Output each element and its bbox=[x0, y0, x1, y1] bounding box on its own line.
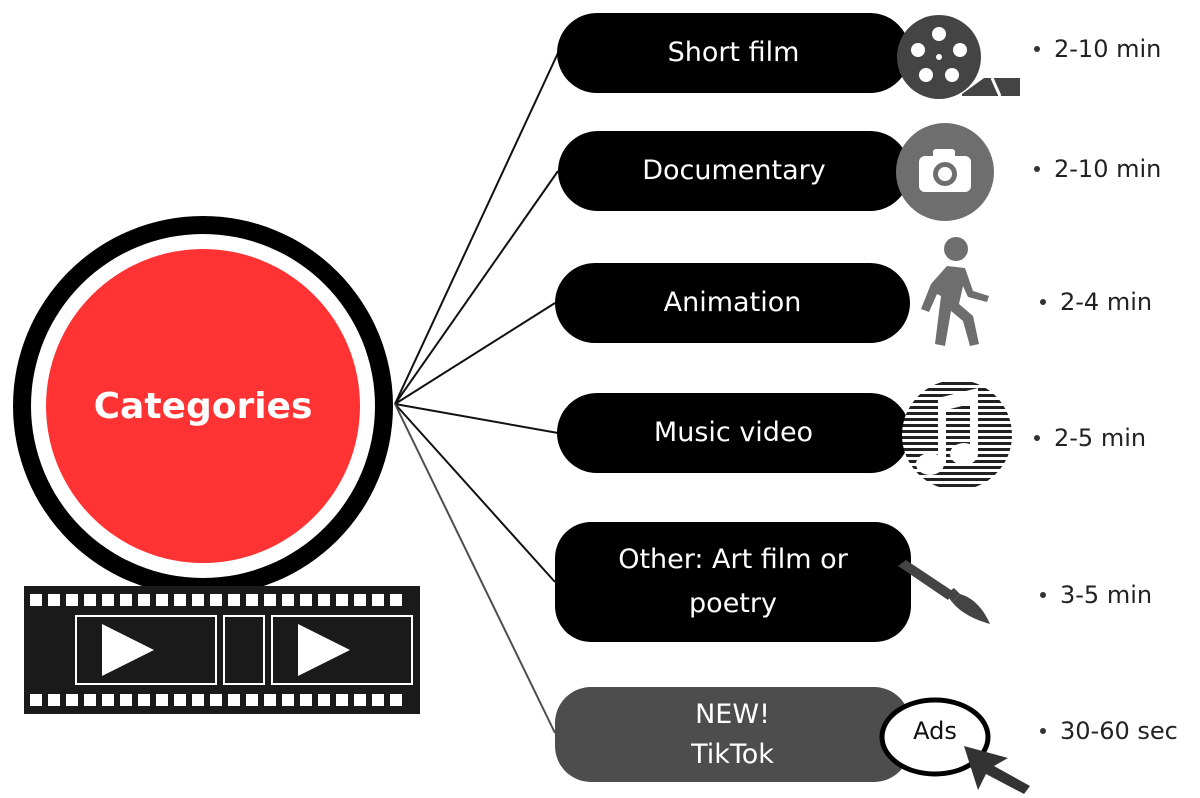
sprocket-hole bbox=[264, 594, 276, 606]
duration-text: 2-4 min bbox=[1060, 288, 1153, 316]
duration-other: 3-5 min bbox=[1040, 581, 1152, 609]
category-short-film: Short film bbox=[557, 13, 910, 93]
bullet-dot bbox=[1040, 592, 1046, 598]
sprocket-hole bbox=[246, 594, 258, 606]
sprocket-hole bbox=[318, 594, 330, 606]
duration-music-video: 2-5 min bbox=[1034, 424, 1146, 452]
duration-text: 2-10 min bbox=[1054, 35, 1162, 63]
duration-tiktok: 30-60 sec bbox=[1040, 717, 1178, 745]
category-label: Music video bbox=[653, 417, 814, 448]
sprocket-hole bbox=[300, 694, 312, 706]
connector-short-film bbox=[394, 52, 559, 405]
film-reel-icon bbox=[897, 15, 1020, 99]
sprocket-hole bbox=[102, 694, 114, 706]
hub-circle: Categories bbox=[46, 249, 360, 563]
ads-cursor-icon bbox=[879, 697, 1030, 794]
film-strip-icon bbox=[24, 586, 420, 714]
sprocket-hole bbox=[174, 594, 186, 606]
sprocket-hole bbox=[192, 594, 204, 606]
category-music-video: Music video bbox=[557, 393, 910, 473]
category-label: Documentary bbox=[642, 155, 826, 186]
sprocket-hole bbox=[318, 694, 330, 706]
sprocket-hole bbox=[84, 694, 96, 706]
category-label: Animation bbox=[663, 287, 802, 318]
sprocket-hole bbox=[372, 694, 384, 706]
sprocket-hole bbox=[246, 694, 258, 706]
category-tiktok: NEW! TikTok bbox=[555, 687, 910, 782]
sprocket-hole bbox=[372, 594, 384, 606]
sprocket-hole bbox=[354, 694, 366, 706]
sprocket-hole bbox=[282, 694, 294, 706]
play-icon bbox=[102, 624, 154, 676]
bullet-dot bbox=[1040, 728, 1046, 734]
connector-music-video bbox=[394, 403, 559, 434]
sprocket-hole bbox=[48, 694, 60, 706]
bullet-dot bbox=[1034, 435, 1040, 441]
sprocket-hole bbox=[138, 594, 150, 606]
duration-short-film: 2-10 min bbox=[1034, 35, 1161, 63]
category-label: NEW! bbox=[695, 698, 770, 730]
sprocket-hole bbox=[66, 594, 78, 606]
category-animation: Animation bbox=[555, 263, 910, 343]
bullet-dot bbox=[1040, 299, 1046, 305]
connector-documentary bbox=[394, 170, 559, 405]
connector-animation bbox=[394, 302, 556, 405]
duration-text: 30-60 sec bbox=[1060, 717, 1178, 745]
duration-text: 2-10 min bbox=[1054, 155, 1162, 183]
category-documentary: Documentary bbox=[558, 131, 910, 211]
sprocket-hole bbox=[390, 594, 402, 606]
sprocket-hole bbox=[48, 594, 60, 606]
sprocket-hole bbox=[102, 594, 114, 606]
sprocket-hole bbox=[156, 694, 168, 706]
sprocket-hole bbox=[336, 594, 348, 606]
category-label: TikTok bbox=[691, 738, 774, 770]
ads-badge-label: Ads bbox=[886, 717, 984, 745]
sprocket-hole bbox=[228, 694, 240, 706]
sprocket-hole bbox=[30, 694, 42, 706]
sprocket-hole bbox=[156, 594, 168, 606]
bullet-dot bbox=[1034, 46, 1040, 52]
category-label: poetry bbox=[689, 588, 777, 619]
sprocket-hole bbox=[210, 694, 222, 706]
sprocket-hole bbox=[228, 594, 240, 606]
duration-documentary: 2-10 min bbox=[1034, 155, 1161, 183]
sprocket-hole bbox=[390, 694, 402, 706]
sprocket-hole bbox=[210, 594, 222, 606]
sprocket-hole bbox=[192, 694, 204, 706]
sprocket-hole bbox=[120, 594, 132, 606]
duration-text: 3-5 min bbox=[1060, 581, 1153, 609]
sprocket-hole bbox=[336, 694, 348, 706]
sprocket-hole bbox=[174, 694, 186, 706]
play-icon bbox=[298, 624, 350, 676]
sprocket-hole bbox=[84, 594, 96, 606]
ads-text: Ads bbox=[913, 717, 957, 745]
music-note-icon bbox=[902, 380, 1012, 490]
sprocket-hole bbox=[138, 694, 150, 706]
connector-tiktok bbox=[394, 403, 556, 734]
category-label: Other: Art film or bbox=[618, 544, 848, 575]
category-other: Other: Art film or poetry bbox=[555, 522, 911, 642]
sprocket-hole bbox=[300, 594, 312, 606]
sprocket-hole bbox=[30, 594, 42, 606]
hub-label: Categories bbox=[93, 385, 313, 427]
paintbrush-icon bbox=[898, 560, 990, 624]
sprocket-hole bbox=[354, 594, 366, 606]
walking-person-icon bbox=[921, 237, 989, 346]
connector-other bbox=[394, 403, 556, 583]
duration-animation: 2-4 min bbox=[1040, 288, 1152, 316]
sprocket-hole bbox=[120, 694, 132, 706]
sprocket-hole bbox=[282, 594, 294, 606]
duration-text: 2-5 min bbox=[1054, 424, 1147, 452]
bullet-dot bbox=[1034, 166, 1040, 172]
sprocket-hole bbox=[264, 694, 276, 706]
sprocket-hole bbox=[66, 694, 78, 706]
category-label: Short film bbox=[667, 37, 800, 68]
camera-icon bbox=[896, 123, 994, 221]
